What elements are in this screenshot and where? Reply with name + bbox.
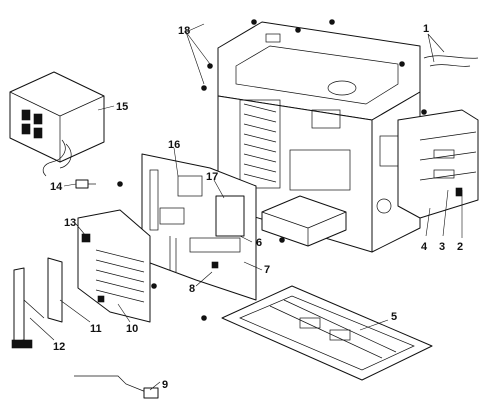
callout-5: 5	[391, 311, 397, 323]
callout-15: 15	[116, 101, 128, 113]
power-supply	[9, 71, 105, 177]
callout-12: 12	[53, 341, 65, 353]
bottom-cover	[221, 285, 433, 381]
callout-labels: 1 2 3 4 5 6 7 8 9 10 11 12 13 14 15 16 1…	[50, 23, 463, 391]
callout-10: 10	[126, 323, 138, 335]
signal-cable	[423, 55, 479, 67]
ribbon-cables	[11, 257, 63, 349]
callout-8: 8	[189, 283, 195, 295]
callout-6: 6	[256, 237, 262, 249]
riser-card	[77, 209, 151, 323]
callout-4: 4	[421, 241, 428, 253]
drive-bays	[397, 109, 479, 219]
screws	[117, 19, 427, 321]
callout-17: 17	[206, 171, 218, 183]
hard-drive	[261, 195, 347, 247]
leader-lines	[29, 23, 463, 391]
callout-1: 1	[423, 23, 429, 35]
callout-3: 3	[439, 241, 445, 253]
callout-7: 7	[264, 264, 270, 276]
callout-9: 9	[162, 379, 168, 391]
power-cord	[74, 375, 159, 399]
slot-covers	[239, 99, 281, 189]
callout-11: 11	[90, 323, 102, 335]
callout-13: 13	[64, 217, 76, 229]
fan-clip	[75, 179, 96, 189]
callout-2: 2	[457, 241, 463, 253]
callout-16: 16	[168, 139, 180, 151]
callout-18: 18	[178, 25, 190, 37]
callout-14: 14	[50, 181, 63, 193]
